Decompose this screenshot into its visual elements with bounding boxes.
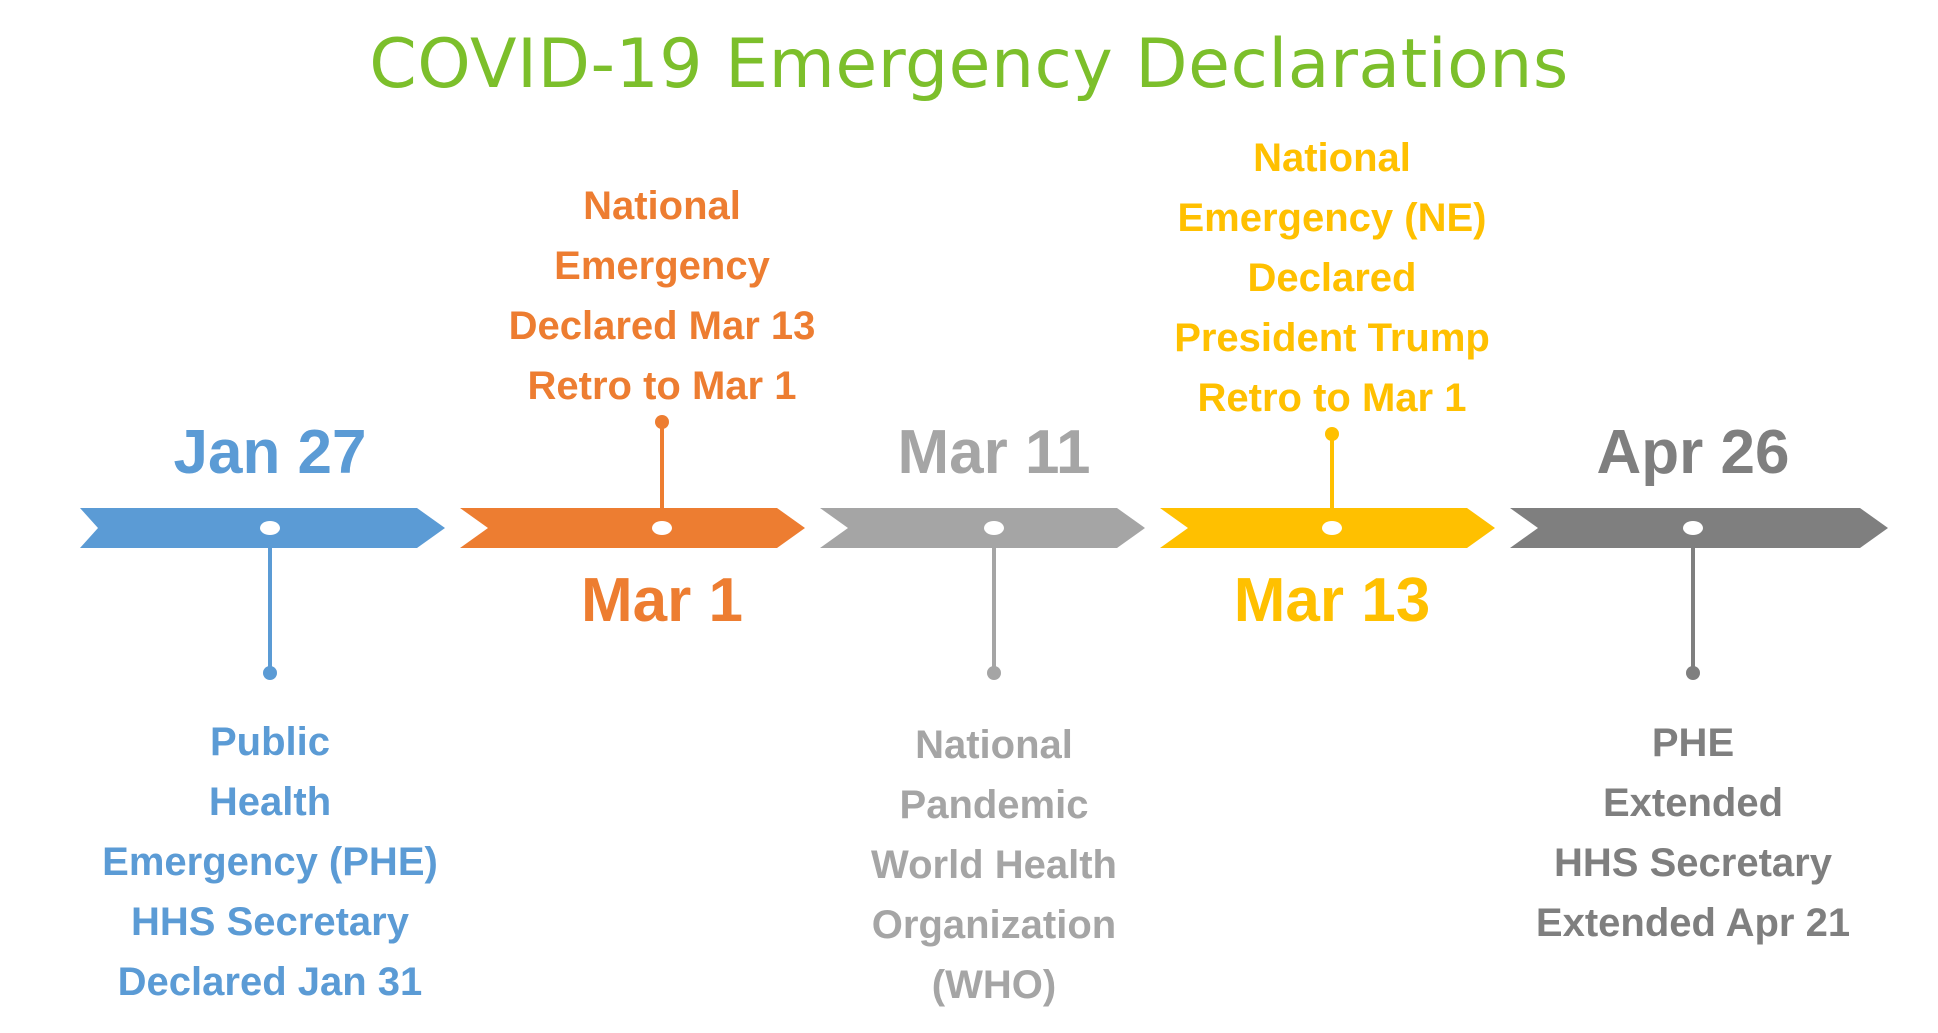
description-line: Retro to Mar 1 xyxy=(1197,376,1467,420)
timeline-marker-mar-1 xyxy=(652,521,672,535)
description-line: Organization xyxy=(871,903,1117,947)
description-line: HHS Secretary xyxy=(1554,841,1832,885)
connector-end-dot-mar-11 xyxy=(987,666,1001,680)
connector-end-dot-jan-27 xyxy=(263,666,277,680)
description-line: World Health xyxy=(871,843,1117,887)
description-line: Emergency (NE) xyxy=(1177,196,1487,240)
timeline-marker-mar-13 xyxy=(1322,521,1342,535)
event-description-jan-27: Public Health Emergency (PHE) HHS Secret… xyxy=(40,712,500,1012)
timeline-connectors xyxy=(263,415,1700,680)
event-date-mar-1: Mar 1 xyxy=(581,566,743,635)
event-description-apr-26: PHE Extended HHS Secretary Extended Apr … xyxy=(1463,713,1923,953)
description-line: Emergency (PHE) xyxy=(102,840,438,884)
description-line: National xyxy=(1253,136,1411,180)
event-description-mar-13: National Emergency (NE) Declared Preside… xyxy=(1102,128,1562,428)
description-line: National xyxy=(583,184,741,228)
timeline-marker-jan-27 xyxy=(260,521,280,535)
description-line: Extended Apr 21 xyxy=(1535,901,1851,945)
event-date-apr-26: Apr 26 xyxy=(1596,418,1790,487)
description-line: Extended xyxy=(1602,781,1784,825)
description-line: President Trump xyxy=(1174,316,1490,360)
description-line: Declared Mar 13 xyxy=(508,304,816,348)
event-date-mar-13: Mar 13 xyxy=(1233,566,1431,635)
description-line: Health xyxy=(208,780,332,824)
timeline-marker-apr-26 xyxy=(1683,521,1703,535)
description-line: Declared xyxy=(1247,256,1417,300)
connector-end-dot-apr-26 xyxy=(1686,666,1700,680)
timeline-markers xyxy=(260,521,1703,535)
event-description-mar-11: National Pandemic World Health Organizat… xyxy=(764,715,1224,1015)
connector-end-dot-mar-1 xyxy=(655,415,669,429)
connector-end-dot-mar-13 xyxy=(1325,427,1339,441)
page-title: COVID-19 Emergency Declarations xyxy=(369,25,1569,104)
description-line: Retro to Mar 1 xyxy=(527,364,797,408)
event-date-mar-11: Mar 11 xyxy=(897,418,1091,487)
description-line: PHE xyxy=(1651,721,1735,765)
event-description-mar-1: National Emergency Declared Mar 13 Retro… xyxy=(432,176,892,416)
description-line: Pandemic xyxy=(899,783,1089,827)
description-line: Declared Jan 31 xyxy=(117,960,423,1004)
timeline-segment-mar-1 xyxy=(460,508,805,548)
description-line: Public xyxy=(209,720,331,764)
description-line: (WHO) xyxy=(931,963,1057,1007)
event-date-jan-27: Jan 27 xyxy=(173,418,367,487)
description-line: HHS Secretary xyxy=(131,900,409,944)
timeline-segment-mar-11 xyxy=(820,508,1145,548)
description-line: National xyxy=(915,723,1073,767)
timeline-marker-mar-11 xyxy=(984,521,1004,535)
description-line: Emergency xyxy=(554,244,770,288)
